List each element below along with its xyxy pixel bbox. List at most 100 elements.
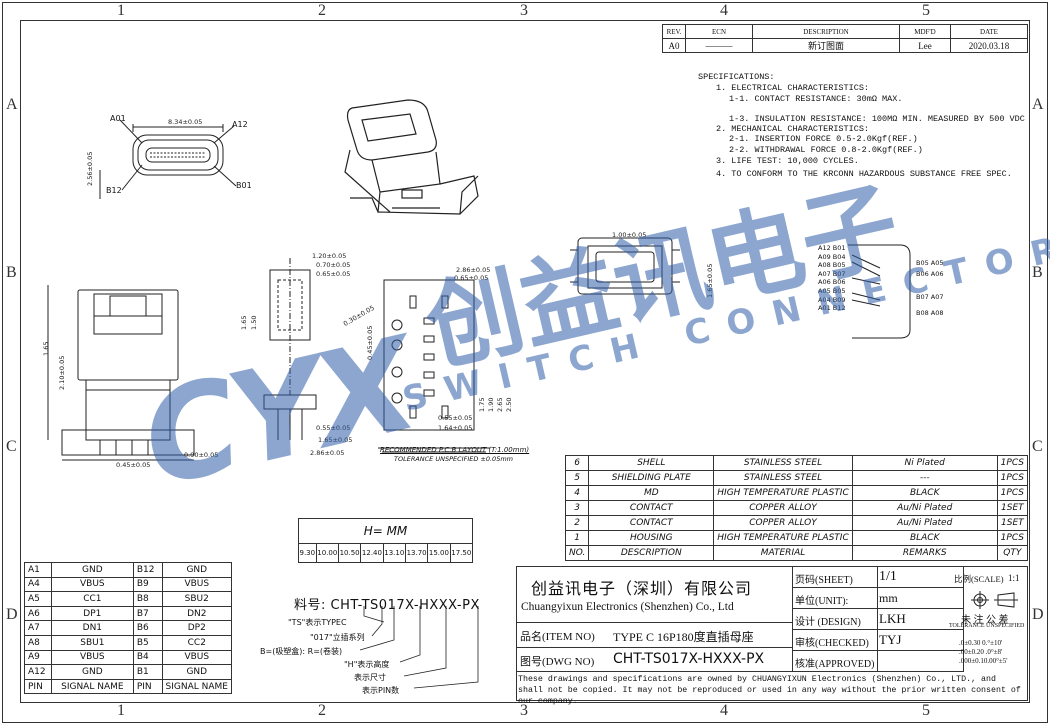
bom-no: 5 — [564, 470, 590, 486]
bom-remarks: --- — [851, 470, 998, 486]
signal-header: SIGNAL NAME — [50, 678, 134, 695]
pinmap-left-label: A07 B07 — [818, 269, 846, 278]
bom-desc: SHIELDING PLATE — [588, 470, 715, 486]
zone-col-2-bottom: 2 — [318, 702, 326, 719]
bom-no: 3 — [564, 500, 590, 516]
layout-dim: 0.55±0.05 — [438, 414, 473, 422]
bom-remarks: Au/Ni Plated — [851, 500, 998, 516]
pinmap-left-label: A04 B09 — [818, 295, 846, 304]
sheet-value: 1/1 — [879, 569, 897, 584]
bom-material: COPPER ALLOY — [713, 515, 853, 531]
bom-material: STAINLESS STEEL — [713, 455, 853, 471]
checked-label: 审核(CHECKED) — [795, 638, 869, 649]
bom-header: DESCRIPTION — [588, 545, 715, 561]
front-label-a12: A12 — [232, 120, 248, 129]
bom-no: 2 — [564, 515, 590, 531]
signal-cell: GND — [50, 664, 134, 680]
bom-material: HIGH TEMPERATURE PLASTIC — [713, 485, 853, 501]
bom-qty: 1PCS — [996, 455, 1029, 471]
layout-caption-line1: RECOMMENDED P.C.B LAYOUT (T:1.00mm) — [380, 446, 530, 454]
part-note: 表示PIN数 — [362, 686, 400, 695]
pin-header: PIN — [24, 678, 52, 695]
layout-dim: 1.64±0.05 — [438, 424, 473, 432]
dwg-cell: 图号(DWG NO) CHT-TS017X-HXXX-PX — [517, 648, 793, 672]
pinmap-left-label: A12 B01 — [818, 244, 846, 252]
bom-qty: 1PCS — [996, 485, 1029, 501]
approved-row: 核准(APPROVED) — [793, 651, 963, 672]
layout-dim: 0.65±0.05 — [454, 274, 489, 282]
zone-col-3-top: 3 — [520, 2, 528, 19]
height-value: 12.40 — [360, 543, 384, 563]
pinmap-left-label: A01 B12 — [818, 304, 846, 313]
spec-line-8: 3. LIFE TEST: 10,000 CYCLES. — [716, 156, 859, 166]
zone-col-1-top: 1 — [117, 2, 125, 19]
side-dim: 2.86±0.05 — [310, 449, 345, 457]
design-label: 设计 (DESIGN) — [795, 617, 861, 628]
side-dim: 1.20±0.05 — [312, 252, 347, 260]
pinmap-right-label: B07 A07 — [916, 293, 944, 301]
tolerance-line: .0±0.30 0.°±10' — [959, 639, 1003, 647]
spec-line-4: 1-3. INSULATION RESISTANCE: 100MΩ MIN. M… — [729, 114, 1025, 124]
bom-header: MATERIAL — [713, 545, 853, 561]
zone-col-4-top: 4 — [720, 2, 728, 19]
spec-line-5: 2. MECHANICAL CHARACTERISTICS: — [716, 124, 870, 134]
pinmap-right-label: B06 A06 — [916, 270, 944, 278]
spec-line-2: 1-1. CONTACT RESISTANCE: 30mΩ MAX. — [729, 94, 903, 104]
side-dim: 0.70±0.05 — [316, 261, 351, 269]
zone-row-a-left: A — [6, 96, 18, 113]
left-dim: 0.45±0.05 — [116, 461, 151, 469]
sheet-label: 页码(SHEET) — [795, 575, 853, 586]
spec-line-7: 2-2. WITHDRAWAL FORCE 0.8-2.0Kgf(REF.) — [729, 145, 923, 155]
part-note: "017"立插系列 — [310, 633, 365, 642]
part-note: 表示尺寸 — [354, 673, 386, 682]
side-dim: 0.55±0.05 — [316, 424, 351, 432]
height-table: H= MM 9.30 10.00 10.50 12.40 13.10 13.70… — [298, 518, 474, 563]
bom-desc: CONTACT — [588, 500, 715, 516]
bom-qty: 1PCS — [996, 530, 1029, 546]
bom-material: COPPER ALLOY — [713, 500, 853, 516]
bom-remarks: BLACK — [851, 530, 998, 546]
company-cell: 创益讯电子（深圳）有限公司 Chuangyixun Electronics (S… — [517, 567, 793, 623]
bom-qty: 1SET — [996, 515, 1029, 531]
bom-qty: 1SET — [996, 500, 1029, 516]
tolerance-en: TOLERANCE UNSPECIFIED — [949, 623, 1025, 629]
dwg-label: 图号(DWG NO) — [520, 656, 595, 668]
vertical-divider — [877, 567, 878, 672]
spec-line-6: 2-1. INSERTION FORCE 0.5-2.0Kgf(REF.) — [729, 134, 918, 144]
pin-map-view — [570, 237, 911, 339]
bom-desc: HOUSING — [588, 530, 715, 546]
pcb-layout-view — [378, 279, 490, 453]
item-label: 品名(ITEM NO) — [520, 631, 595, 643]
pin-header: PIN — [132, 678, 163, 695]
bom-remarks: BLACK — [851, 485, 998, 501]
title-block: 创益讯电子（深圳）有限公司 Chuangyixun Electronics (S… — [516, 566, 1028, 706]
item-value: TYPE C 16P180度直插母座 — [613, 630, 754, 644]
zone-row-c-right: C — [1032, 438, 1043, 455]
tolerance-line: .00±0.20 .0°±8' — [959, 648, 1003, 656]
pinmap-left-label: A06 B06 — [818, 278, 846, 287]
rev-value: A0 — [662, 38, 686, 53]
side-dim: 0.65±0.05 — [316, 270, 351, 278]
bom-remarks: Ni Plated — [851, 455, 998, 471]
tolerance-line: .000±0.10.00°±5' — [959, 657, 1008, 665]
layout-caption-line2: TOLERANCE UNSPECIFIED ±0.05mm — [394, 455, 513, 463]
zone-row-d-right: D — [1032, 606, 1044, 623]
unit-value: mm — [879, 591, 898, 605]
front-view-receptacle — [99, 119, 237, 199]
design-value: LKH — [879, 611, 906, 626]
company-name-cn: 创益讯电子（深圳）有限公司 — [531, 581, 753, 598]
design-row: 设计 (DESIGN) LKH — [793, 609, 963, 630]
scale-value: 1:1 — [1008, 573, 1020, 583]
signal-header: SIGNAL NAME — [161, 678, 233, 695]
part-note: B=(吸塑盒): R=(卷装) — [260, 647, 343, 656]
height-table-header: H= MM — [298, 518, 473, 544]
left-elevation-view — [47, 285, 195, 461]
bom-header: QTY — [996, 545, 1029, 561]
bom-qty: 1PCS — [996, 470, 1029, 486]
height-value: 17.50 — [449, 543, 474, 563]
pinmap-dim: 1.00±0.05 — [612, 231, 647, 239]
